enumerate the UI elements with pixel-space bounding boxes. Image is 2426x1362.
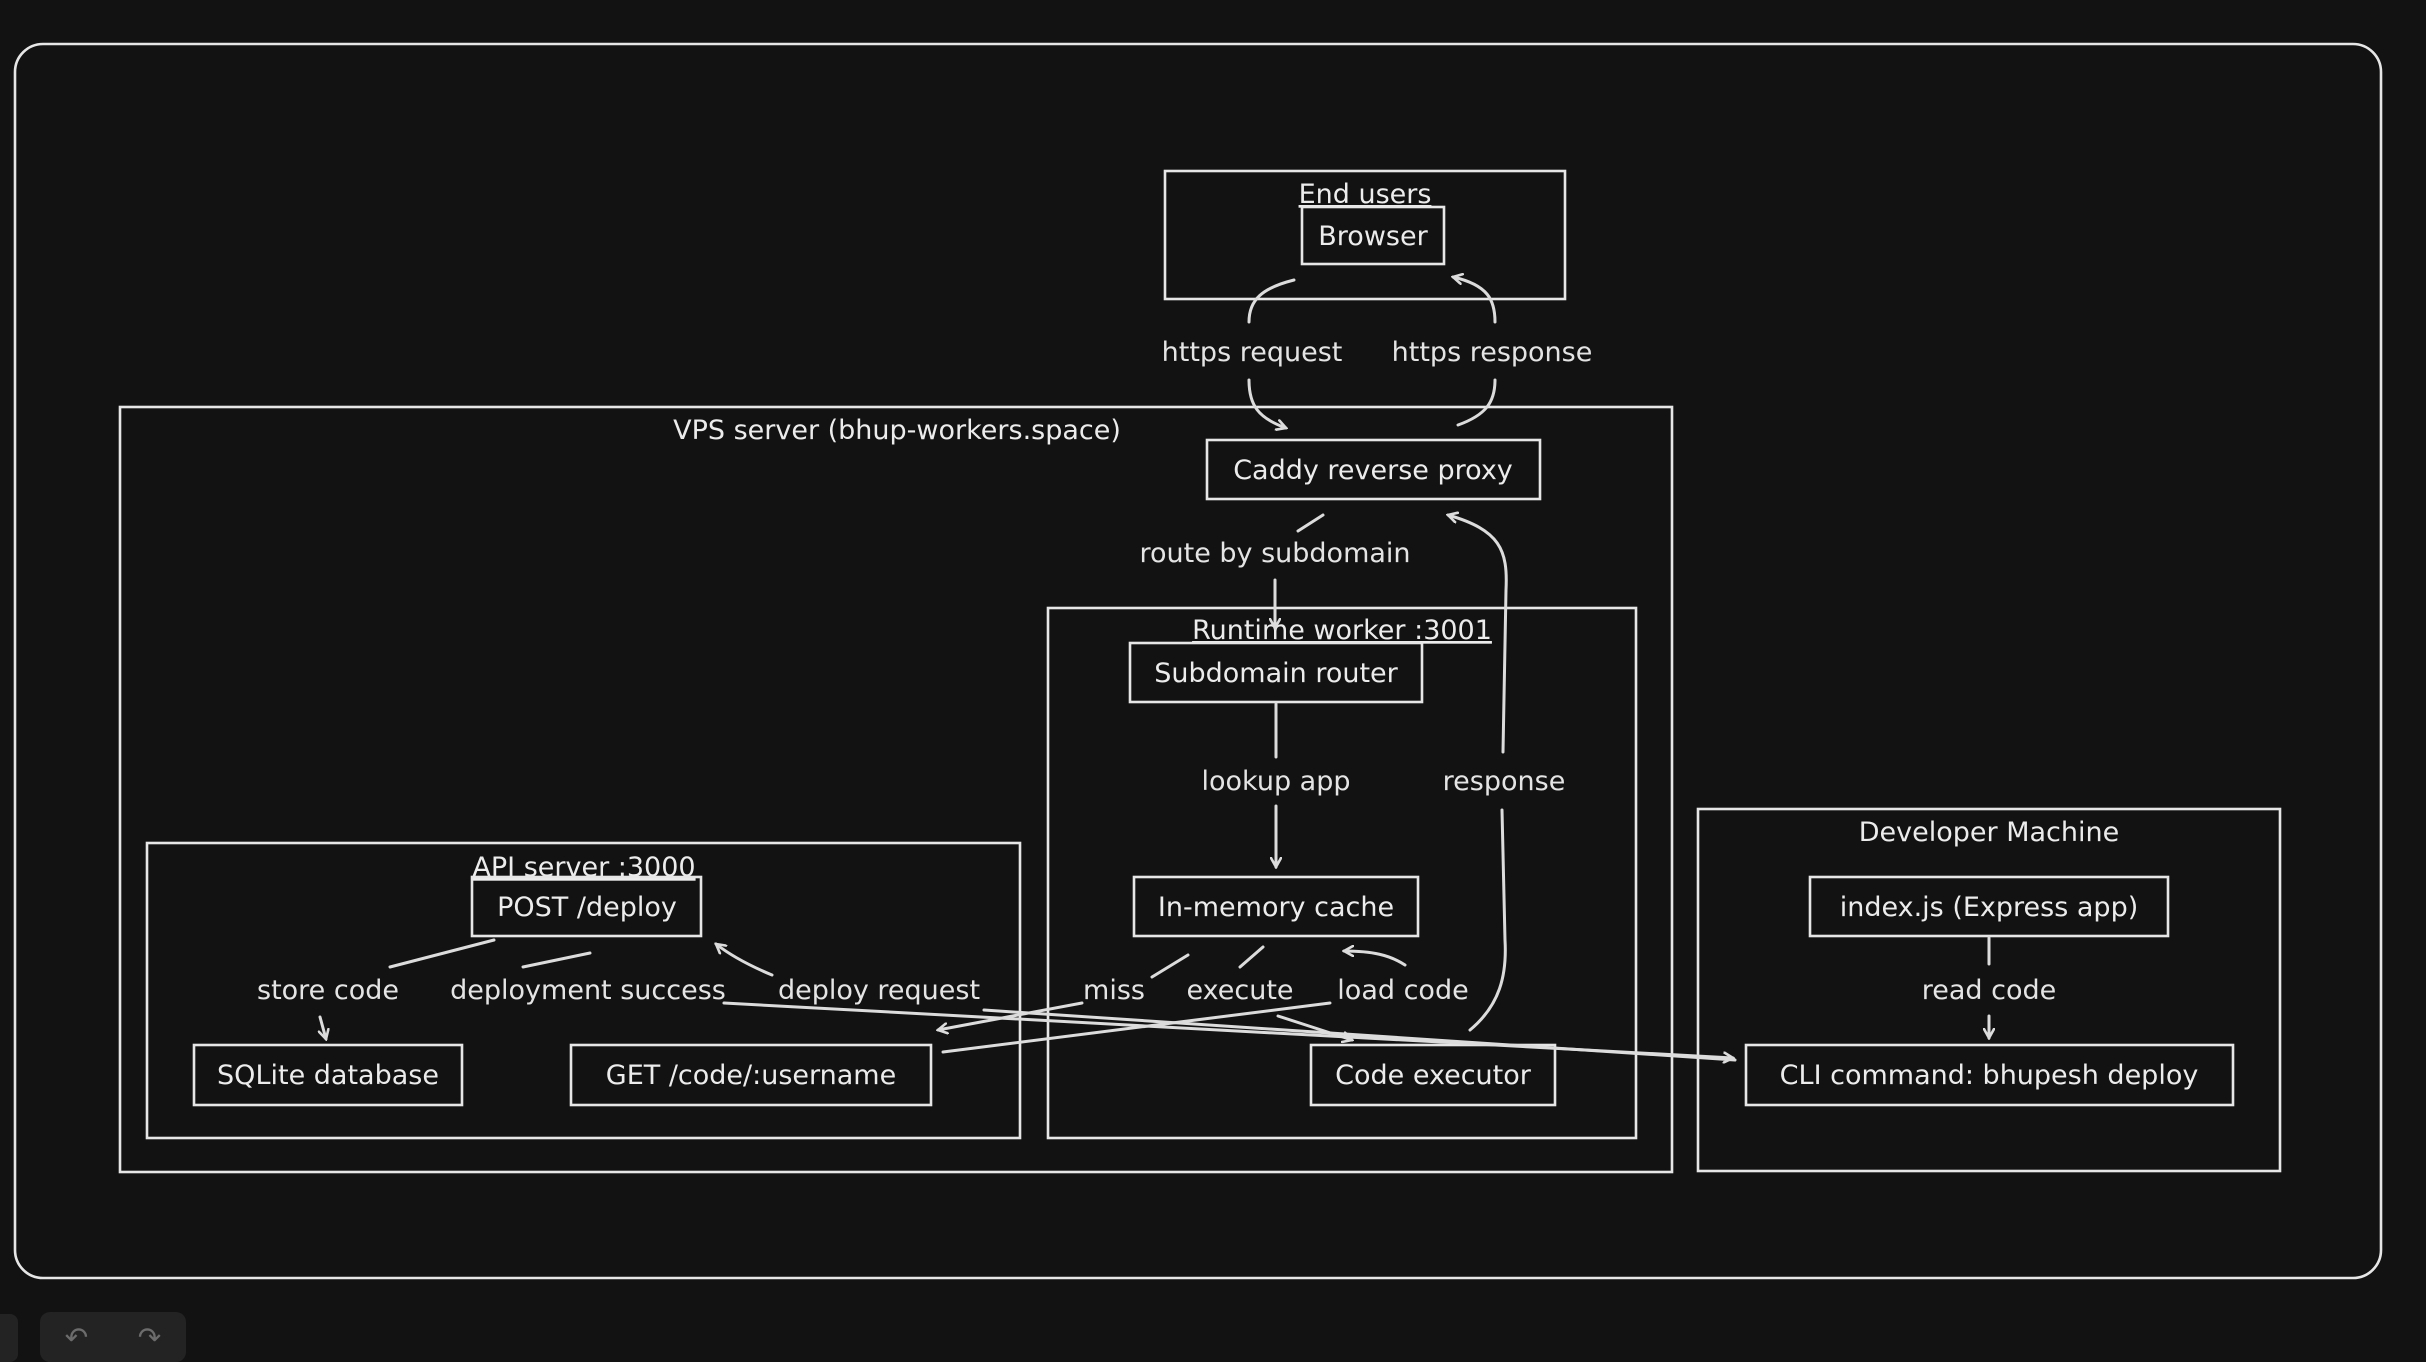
node-index-js-label: index.js (Express app) xyxy=(1840,892,2139,923)
node-subdomain-router[interactable] xyxy=(1128,641,1424,704)
group-end-users-label: End users xyxy=(1299,179,1432,210)
edge-label-deployment-success: deployment success xyxy=(450,975,726,1006)
edge-load-code-a[interactable] xyxy=(941,1001,1332,1054)
edge-response-b[interactable] xyxy=(1448,515,1508,754)
edge-miss-b[interactable] xyxy=(938,1001,1084,1030)
edge-label-load-code: load code xyxy=(1337,975,1468,1006)
edge-https-request-a[interactable] xyxy=(1247,278,1296,324)
edge-load-code-b[interactable] xyxy=(1344,951,1407,967)
node-cli-command[interactable] xyxy=(1744,1043,2235,1107)
group-runtime-worker[interactable] xyxy=(1046,606,1638,1140)
edge-https-response-a[interactable] xyxy=(1456,378,1497,427)
node-code-executor-label: Code executor xyxy=(1335,1060,1532,1091)
node-post-deploy-label: POST /deploy xyxy=(497,892,677,923)
edge-label-read-code: read code xyxy=(1922,975,2057,1006)
edge-label-response: response xyxy=(1443,766,1566,797)
node-caddy-reverse-proxy[interactable] xyxy=(1205,438,1542,501)
group-api-server-label: API server :3000 xyxy=(472,852,695,883)
toolbar-edge xyxy=(0,1314,18,1362)
edge-deploy-request-a[interactable] xyxy=(982,1008,1737,1062)
node-in-memory-cache[interactable] xyxy=(1132,875,1420,938)
group-developer-machine[interactable] xyxy=(1696,807,2282,1173)
edge-deploy-request-b[interactable] xyxy=(716,944,774,977)
group-runtime-worker-label: Runtime worker :3001 xyxy=(1192,615,1492,646)
group-vps-server[interactable] xyxy=(118,405,1674,1174)
node-subdomain-router-label: Subdomain router xyxy=(1154,658,1398,689)
node-sqlite-database-label: SQLite database xyxy=(217,1060,439,1091)
edge-response-a[interactable] xyxy=(1468,808,1507,1032)
node-cli-command-label: CLI command: bhupesh deploy xyxy=(1780,1060,2199,1091)
node-in-memory-cache-label: In-memory cache xyxy=(1158,892,1394,923)
outer-frame xyxy=(13,42,2383,1280)
undo-icon[interactable]: ↶ xyxy=(64,1320,89,1354)
history-toolbar: ↶ ↷ xyxy=(40,1312,186,1362)
edge-https-response-b[interactable] xyxy=(1453,277,1497,324)
edge-label-store-code: store code xyxy=(257,975,399,1006)
edge-label-execute: execute xyxy=(1186,975,1293,1006)
edge-label-https-request: https request xyxy=(1162,337,1343,368)
edge-deploy-success-a[interactable] xyxy=(521,951,592,969)
redo-icon[interactable]: ↷ xyxy=(137,1320,162,1354)
group-vps-server-label: VPS server (bhup-workers.space) xyxy=(673,415,1121,446)
edge-https-request-b[interactable] xyxy=(1247,378,1286,428)
group-developer-machine-label: Developer Machine xyxy=(1859,817,2119,848)
node-browser[interactable] xyxy=(1300,205,1446,266)
node-get-code-label: GET /code/:username xyxy=(606,1060,896,1091)
node-post-deploy[interactable] xyxy=(470,875,703,938)
edge-execute-a[interactable] xyxy=(1238,945,1265,969)
node-browser-label: Browser xyxy=(1318,221,1428,252)
edge-miss-a[interactable] xyxy=(1150,953,1190,979)
edge-label-deploy-request: deploy request xyxy=(778,975,980,1006)
edge-label-route-by-subdomain: route by subdomain xyxy=(1139,538,1410,569)
group-api-server[interactable] xyxy=(145,841,1022,1140)
node-sqlite-database[interactable] xyxy=(192,1043,464,1107)
node-code-executor[interactable] xyxy=(1309,1043,1557,1107)
edge-label-miss: miss xyxy=(1083,975,1145,1006)
group-end-users[interactable] xyxy=(1163,169,1567,301)
node-index-js[interactable] xyxy=(1808,875,2170,938)
edge-store-code-a[interactable] xyxy=(388,938,496,969)
edge-label-https-response: https response xyxy=(1392,337,1593,368)
edge-label-lookup-app: lookup app xyxy=(1201,766,1350,797)
edge-store-code-b[interactable] xyxy=(320,1015,326,1039)
edge-route-a[interactable] xyxy=(1296,513,1325,533)
node-get-code-username[interactable] xyxy=(569,1043,933,1107)
node-caddy-label: Caddy reverse proxy xyxy=(1233,455,1513,486)
